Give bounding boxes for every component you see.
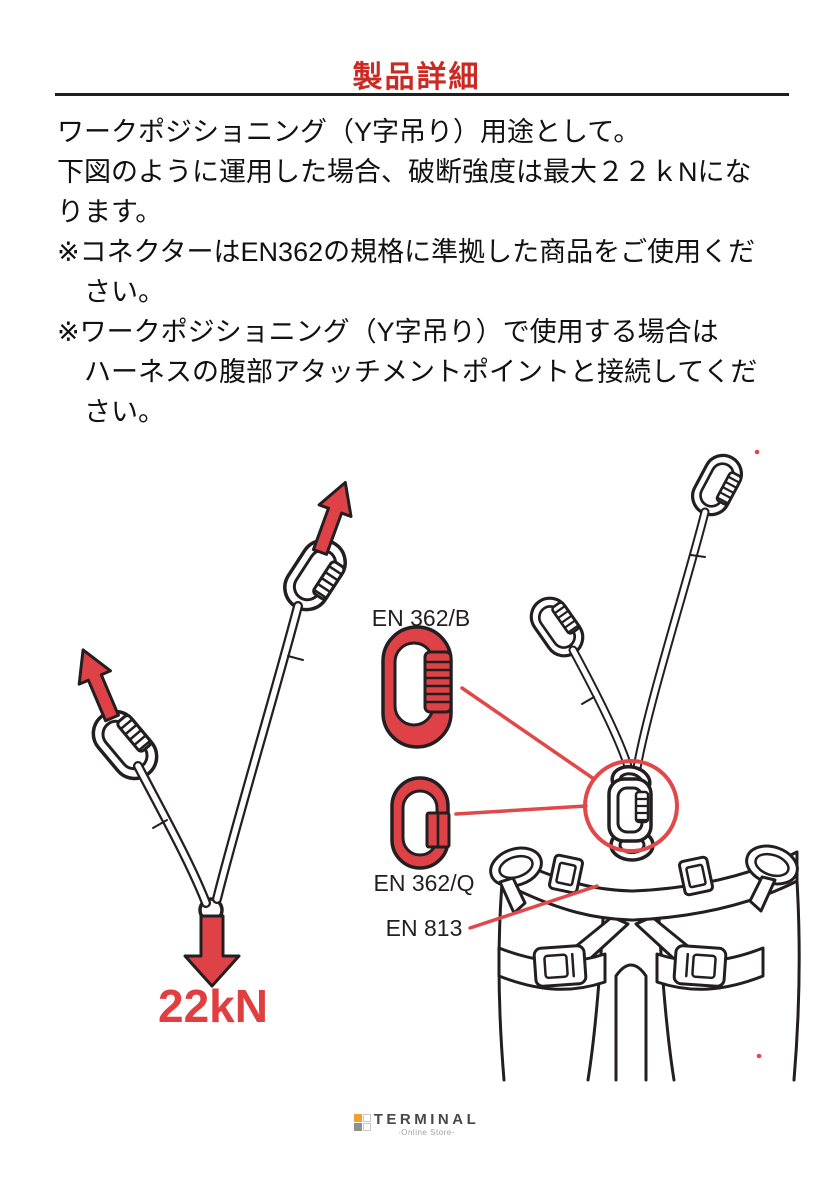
strap-end: [748, 875, 777, 913]
leg-buckle: [532, 944, 588, 988]
intro-text: ワークポジショニング（Y字吊り）用途として。 下図のように運用した場合、破断強度…: [57, 112, 787, 432]
connector-standards: EN 362/B EN 362/Q EN 813: [372, 449, 762, 1059]
screwlink-connector-icon: [91, 709, 159, 781]
harness-lanyard-diagram: [489, 453, 801, 1082]
load-arrow-up-right-icon: [311, 480, 353, 556]
gear-loop: [489, 846, 543, 888]
quick-link-on-harness: [607, 777, 653, 843]
screwlink-connector-icon: [283, 538, 347, 612]
gear-loop: [745, 844, 799, 886]
print-speck: [756, 1053, 762, 1059]
note-work-positioning: ※ワークポジショニング（Y字吊り）で使用する場合は ハーネスの腹部アタッチメント…: [57, 317, 758, 427]
waist-belt: [501, 850, 799, 922]
load-arrow-up-left-icon: [77, 648, 120, 723]
technical-diagram: 22kN: [77, 449, 801, 1082]
en362b-carabiner-icon: [381, 625, 453, 749]
intro-line-usage: ワークポジショニング（Y字吊り）用途として。: [57, 117, 641, 147]
logo-square-outline: [362, 1114, 371, 1122]
intro-line-strength: 下図のように運用した場合、破断強度は最大２２ｋNにな ります。: [57, 157, 752, 227]
load-arrow-down-icon: [183, 914, 241, 988]
page-title: 製品詳細: [352, 61, 481, 94]
screwlink-connector-icon: [691, 453, 743, 517]
logo-tagline: -Online Store-: [398, 1128, 455, 1137]
lanyard-ropes: [568, 507, 710, 775]
label-en813: EN 813: [386, 915, 463, 941]
label-en362b: EN 362/B: [372, 605, 470, 631]
y-lanyard-load-diagram: 22kN: [77, 480, 353, 1032]
note-connector-standard: ※コネクターはEN362の規格に準拠した商品をご使用くだ さい。: [57, 237, 756, 307]
lanyard-ropes: [133, 601, 304, 908]
logo-square-orange: [353, 1114, 362, 1122]
store-logo: TERMINAL -Online Store-: [0, 1112, 833, 1137]
strap-end: [498, 876, 527, 915]
logo-square-outline: [362, 1123, 371, 1131]
logo-squares-icon: [353, 1114, 371, 1131]
pointer-lines: [454, 686, 599, 930]
title-divider: [55, 93, 789, 96]
logo-square-gray: [353, 1123, 362, 1131]
logo-brand-name: TERMINAL: [373, 1111, 480, 1128]
belt-buckle: [548, 853, 584, 895]
breaking-strength-label: 22kN: [158, 980, 268, 1032]
en362q-quicklink-icon: [390, 776, 451, 870]
print-speck: [754, 449, 760, 455]
ventral-attachment-assembly: [607, 764, 655, 862]
sit-harness-drawing: [489, 844, 801, 1082]
leg-buckle: [672, 944, 728, 988]
belt-buckle: [678, 855, 714, 897]
label-en362q: EN 362/Q: [374, 870, 475, 896]
screwlink-connector-icon: [529, 596, 585, 658]
